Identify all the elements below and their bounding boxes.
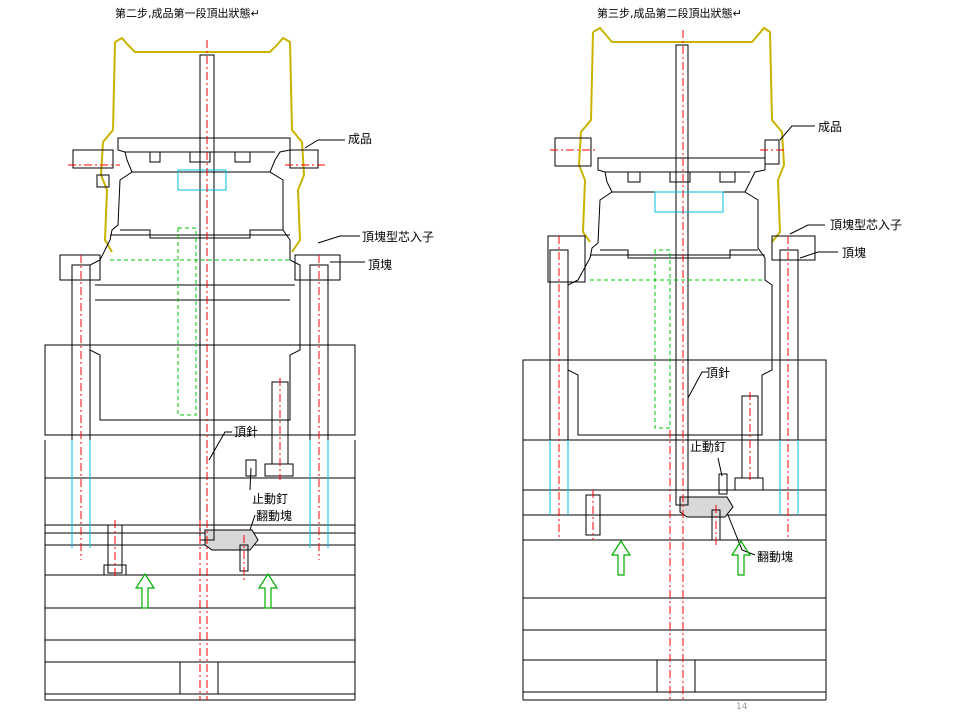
left-push-arrow xyxy=(257,572,279,609)
right-label-flip-block: 翻動塊 xyxy=(757,550,794,564)
right-push-arrow xyxy=(610,539,632,576)
left-label-core-insert: 頂塊型芯入子 xyxy=(362,230,435,244)
right-push-arrow xyxy=(730,539,752,576)
right-ejector-pin xyxy=(675,44,689,506)
left-label-stop-pin: 止動釘 xyxy=(252,492,289,506)
left-label-ejector-pin: 頂針 xyxy=(234,425,259,439)
left-push-arrow xyxy=(134,572,156,609)
right-label-ejector-pin: 頂針 xyxy=(706,366,731,380)
right-product-outline xyxy=(577,26,786,243)
left-core-outline xyxy=(89,137,301,421)
left-label-product: 成品 xyxy=(348,132,373,146)
page-number: 14 xyxy=(736,702,748,712)
left-step-title: 第二步,成品第一段頂出狀態↵ xyxy=(115,7,260,20)
left-label-ejector-block: 頂塊 xyxy=(368,258,393,272)
right-label-core-insert: 頂塊型芯入子 xyxy=(830,218,903,232)
right-label-stop-pin: 止動釘 xyxy=(690,440,727,454)
right-ejector-block xyxy=(547,235,816,283)
right-label-ejector-block: 頂塊 xyxy=(842,246,867,260)
left-mold-diagram xyxy=(44,36,365,701)
left-label-flip-block: 翻動塊 xyxy=(256,509,293,523)
left-ejector-block xyxy=(59,254,341,281)
right-label-product: 成品 xyxy=(818,120,843,134)
right-step-title: 第三步,成品第二段頂出狀態↵ xyxy=(597,7,742,20)
